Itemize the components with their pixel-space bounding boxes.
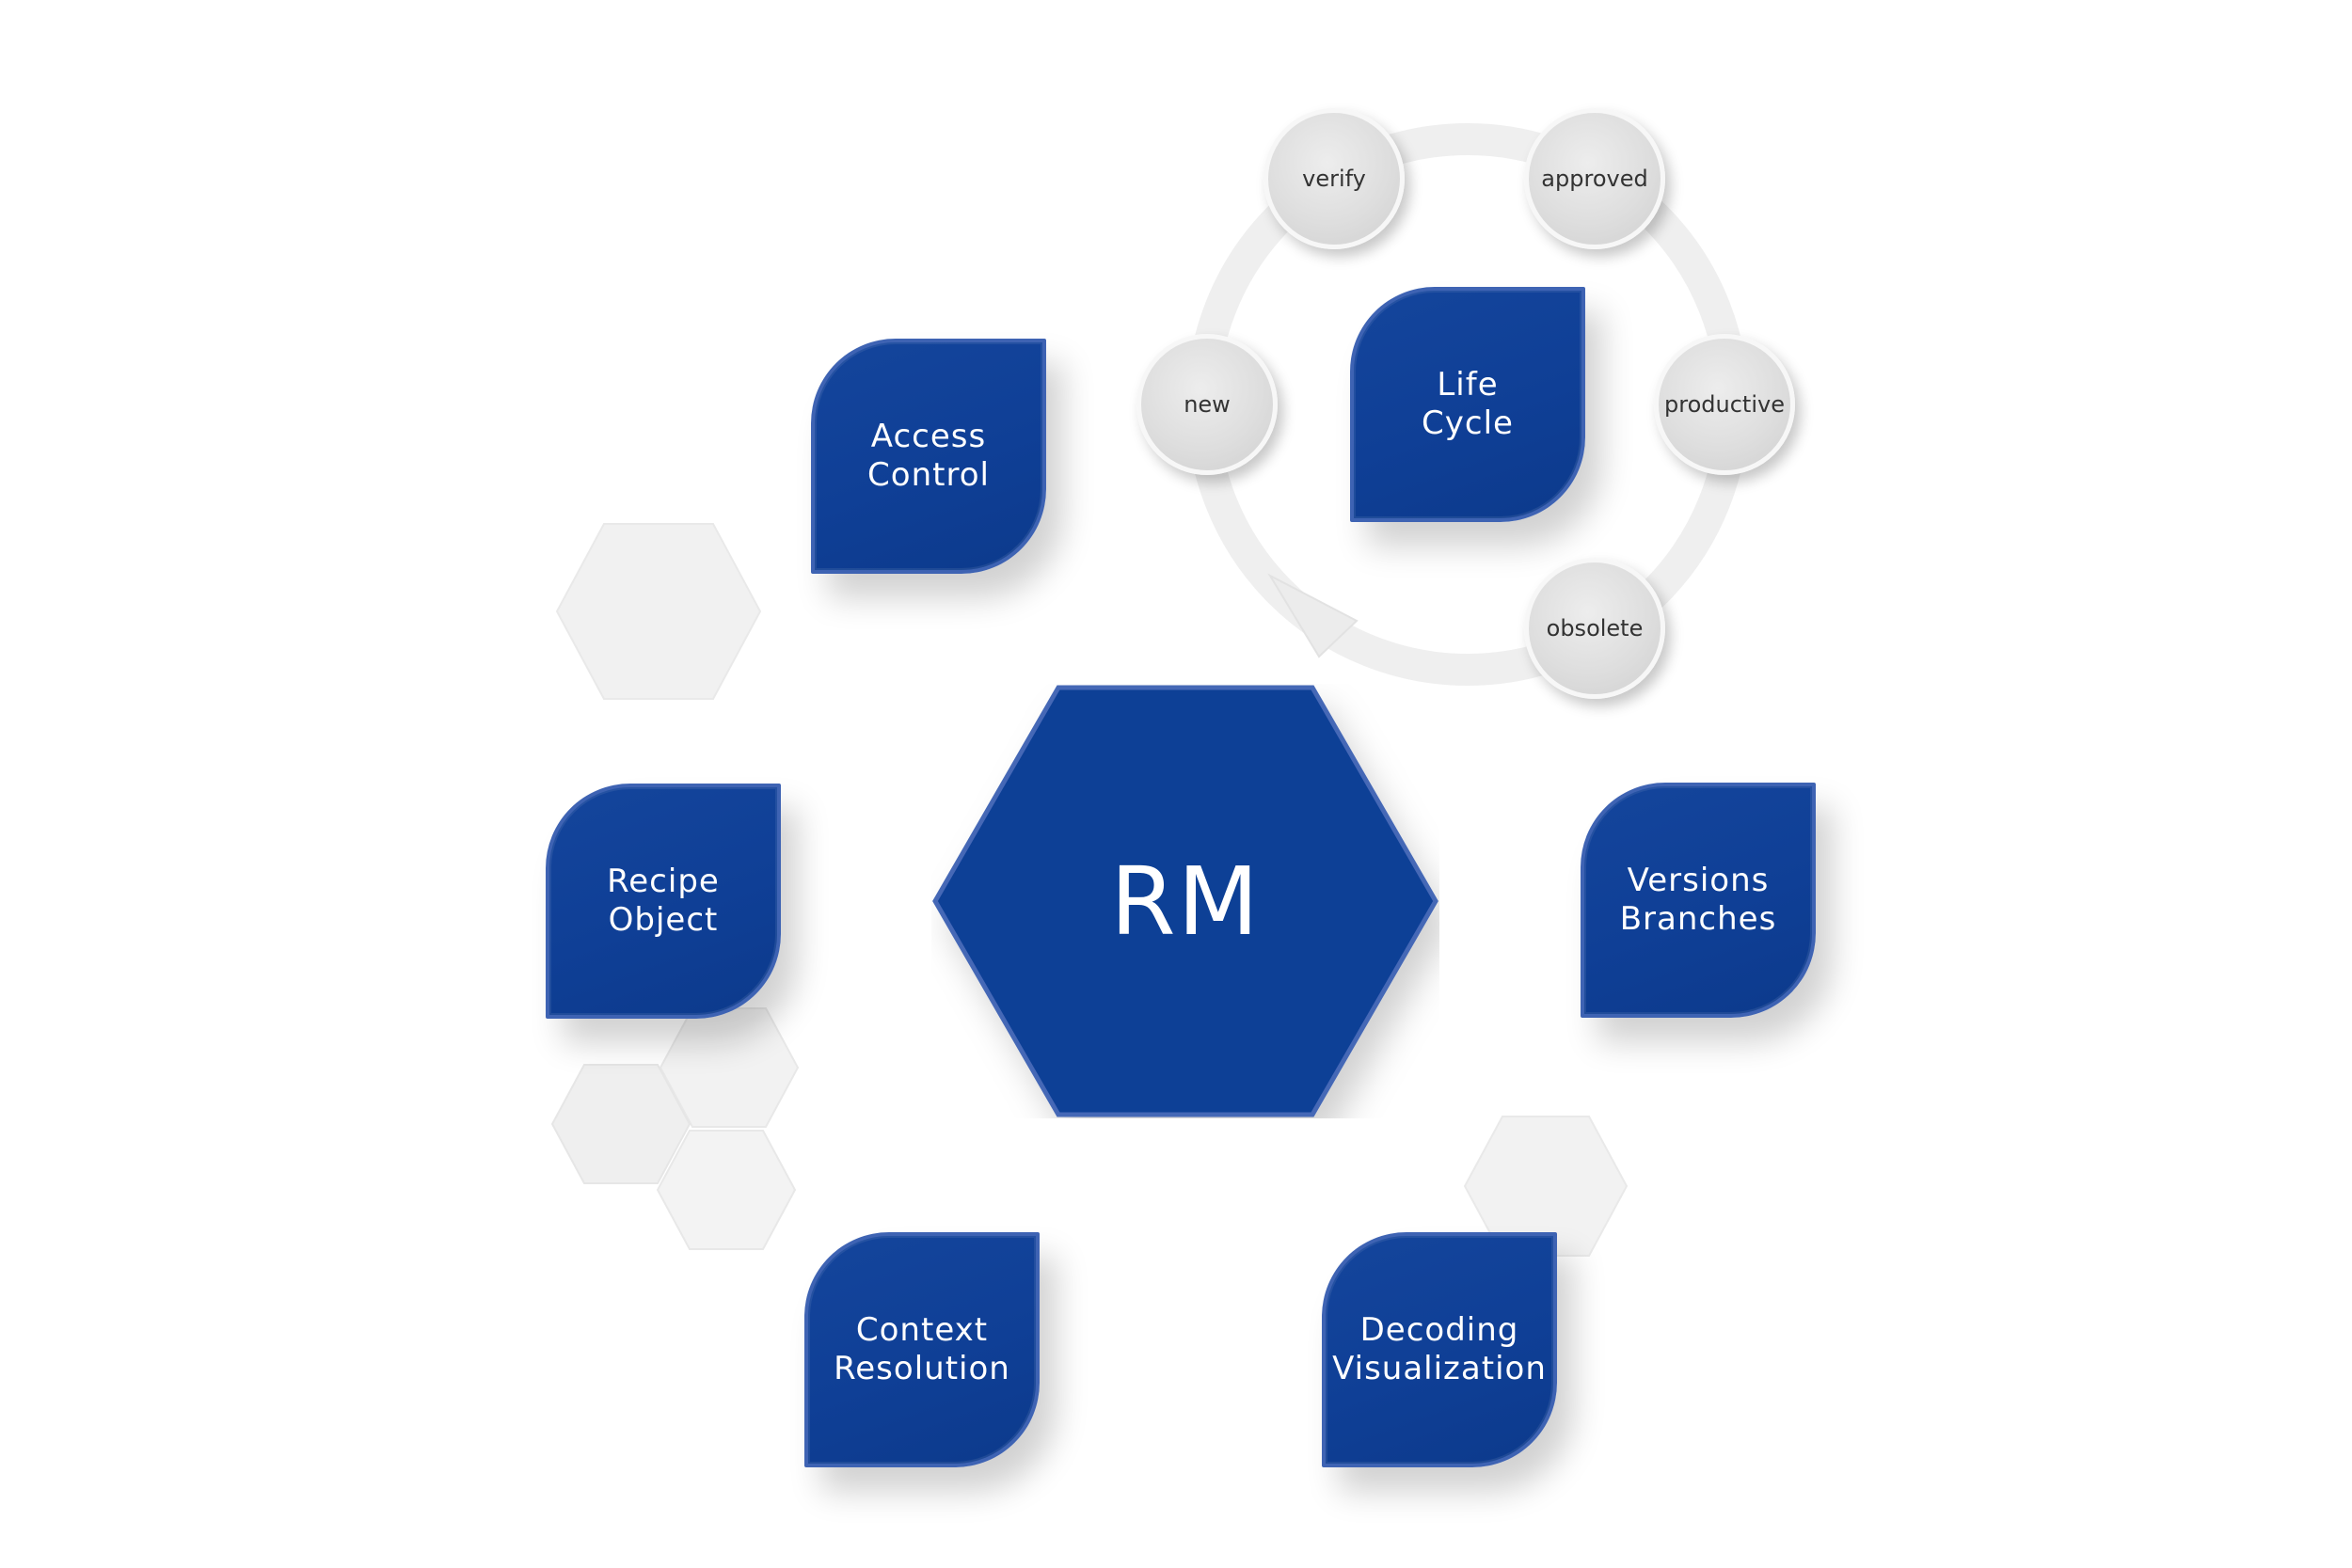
lifecycle-state-obsolete[interactable]: obsolete [1524,558,1665,699]
module-label: Access Control [867,418,990,494]
cycle-arrow-icon [1267,573,1359,658]
decor-hexagon [659,1007,800,1128]
decor-hexagon [1463,1116,1629,1257]
module-label: Versions Branches [1619,862,1777,938]
module-recipe-object[interactable]: Recipe Object [546,784,781,1019]
state-label: productive [1664,391,1785,418]
rm-label: RM [1110,846,1261,957]
module-label: Context Resolution [834,1311,1010,1387]
lifecycle-state-productive[interactable]: productive [1654,334,1795,475]
module-access-control[interactable]: Access Control [811,339,1046,574]
state-label: verify [1302,166,1366,192]
module-label: Life Cycle [1422,366,1514,442]
lifecycle-state-verify[interactable]: verify [1263,108,1405,249]
decor-hexagon [656,1130,797,1250]
module-context-resolution[interactable]: Context Resolution [804,1232,1040,1467]
module-label: Decoding Visualization [1332,1311,1547,1387]
lifecycle-state-new[interactable]: new [1136,334,1278,475]
state-label: new [1184,391,1231,418]
decor-hexagon [550,1064,691,1184]
module-life-cycle[interactable]: Life Cycle [1350,287,1585,522]
module-decoding-visualization[interactable]: Decoding Visualization [1322,1232,1557,1467]
state-label: obsolete [1546,615,1644,641]
decor-hexagon [555,523,762,700]
module-versions-branches[interactable]: Versions Branches [1581,783,1816,1018]
module-label: Recipe Object [607,863,720,939]
lifecycle-state-approved[interactable]: approved [1524,108,1665,249]
state-label: approved [1541,166,1648,192]
rm-hexagon [932,685,1438,1117]
